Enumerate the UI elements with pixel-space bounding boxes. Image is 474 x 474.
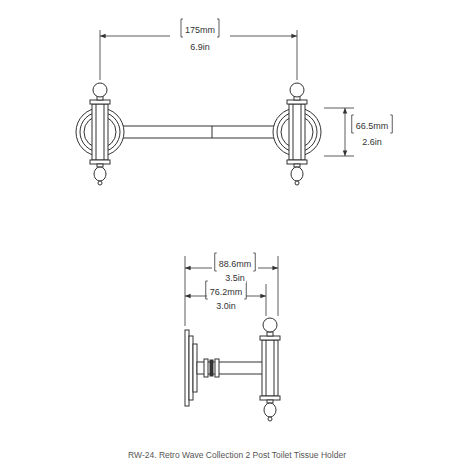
- label-holder: 66.5mm: [355, 115, 390, 133]
- dimension-label: 3.0in: [215, 301, 237, 311]
- bracket: [215, 253, 217, 271]
- label-holder: 175mm: [184, 19, 216, 37]
- label-holder: 3.5in: [224, 267, 246, 285]
- dimension-lines: [100, 30, 354, 326]
- dimension-label: 2.6in: [361, 137, 383, 147]
- dimension-label: 6.9in: [189, 42, 211, 52]
- label-brackets: [181, 19, 392, 299]
- side-view: [185, 318, 280, 421]
- bracket: [181, 19, 183, 37]
- bracket: [352, 115, 354, 133]
- label-holder: 2.6in: [361, 131, 383, 149]
- bracket: [390, 115, 392, 133]
- label-holder: 6.9in: [189, 36, 211, 54]
- bracket: [244, 281, 246, 299]
- dimension-label: 66.5mm: [355, 121, 390, 131]
- dimension-label: 88.6mm: [218, 259, 253, 269]
- label-holder: 88.6mm: [218, 253, 253, 271]
- bracket: [206, 281, 208, 299]
- label-holder: 76.2mm: [209, 281, 244, 299]
- dimension-label: 76.2mm: [209, 287, 244, 297]
- dimension-label: 3.5in: [224, 273, 246, 283]
- dimension-label: 175mm: [184, 25, 216, 35]
- top-view: [76, 83, 321, 185]
- label-holder: RW-24. Retro Wave Collection 2 Post Toil…: [127, 444, 347, 462]
- bracket: [217, 19, 219, 37]
- caption: RW-24. Retro Wave Collection 2 Post Toil…: [127, 450, 347, 460]
- label-holder: 3.0in: [215, 295, 237, 313]
- bracket: [253, 253, 255, 271]
